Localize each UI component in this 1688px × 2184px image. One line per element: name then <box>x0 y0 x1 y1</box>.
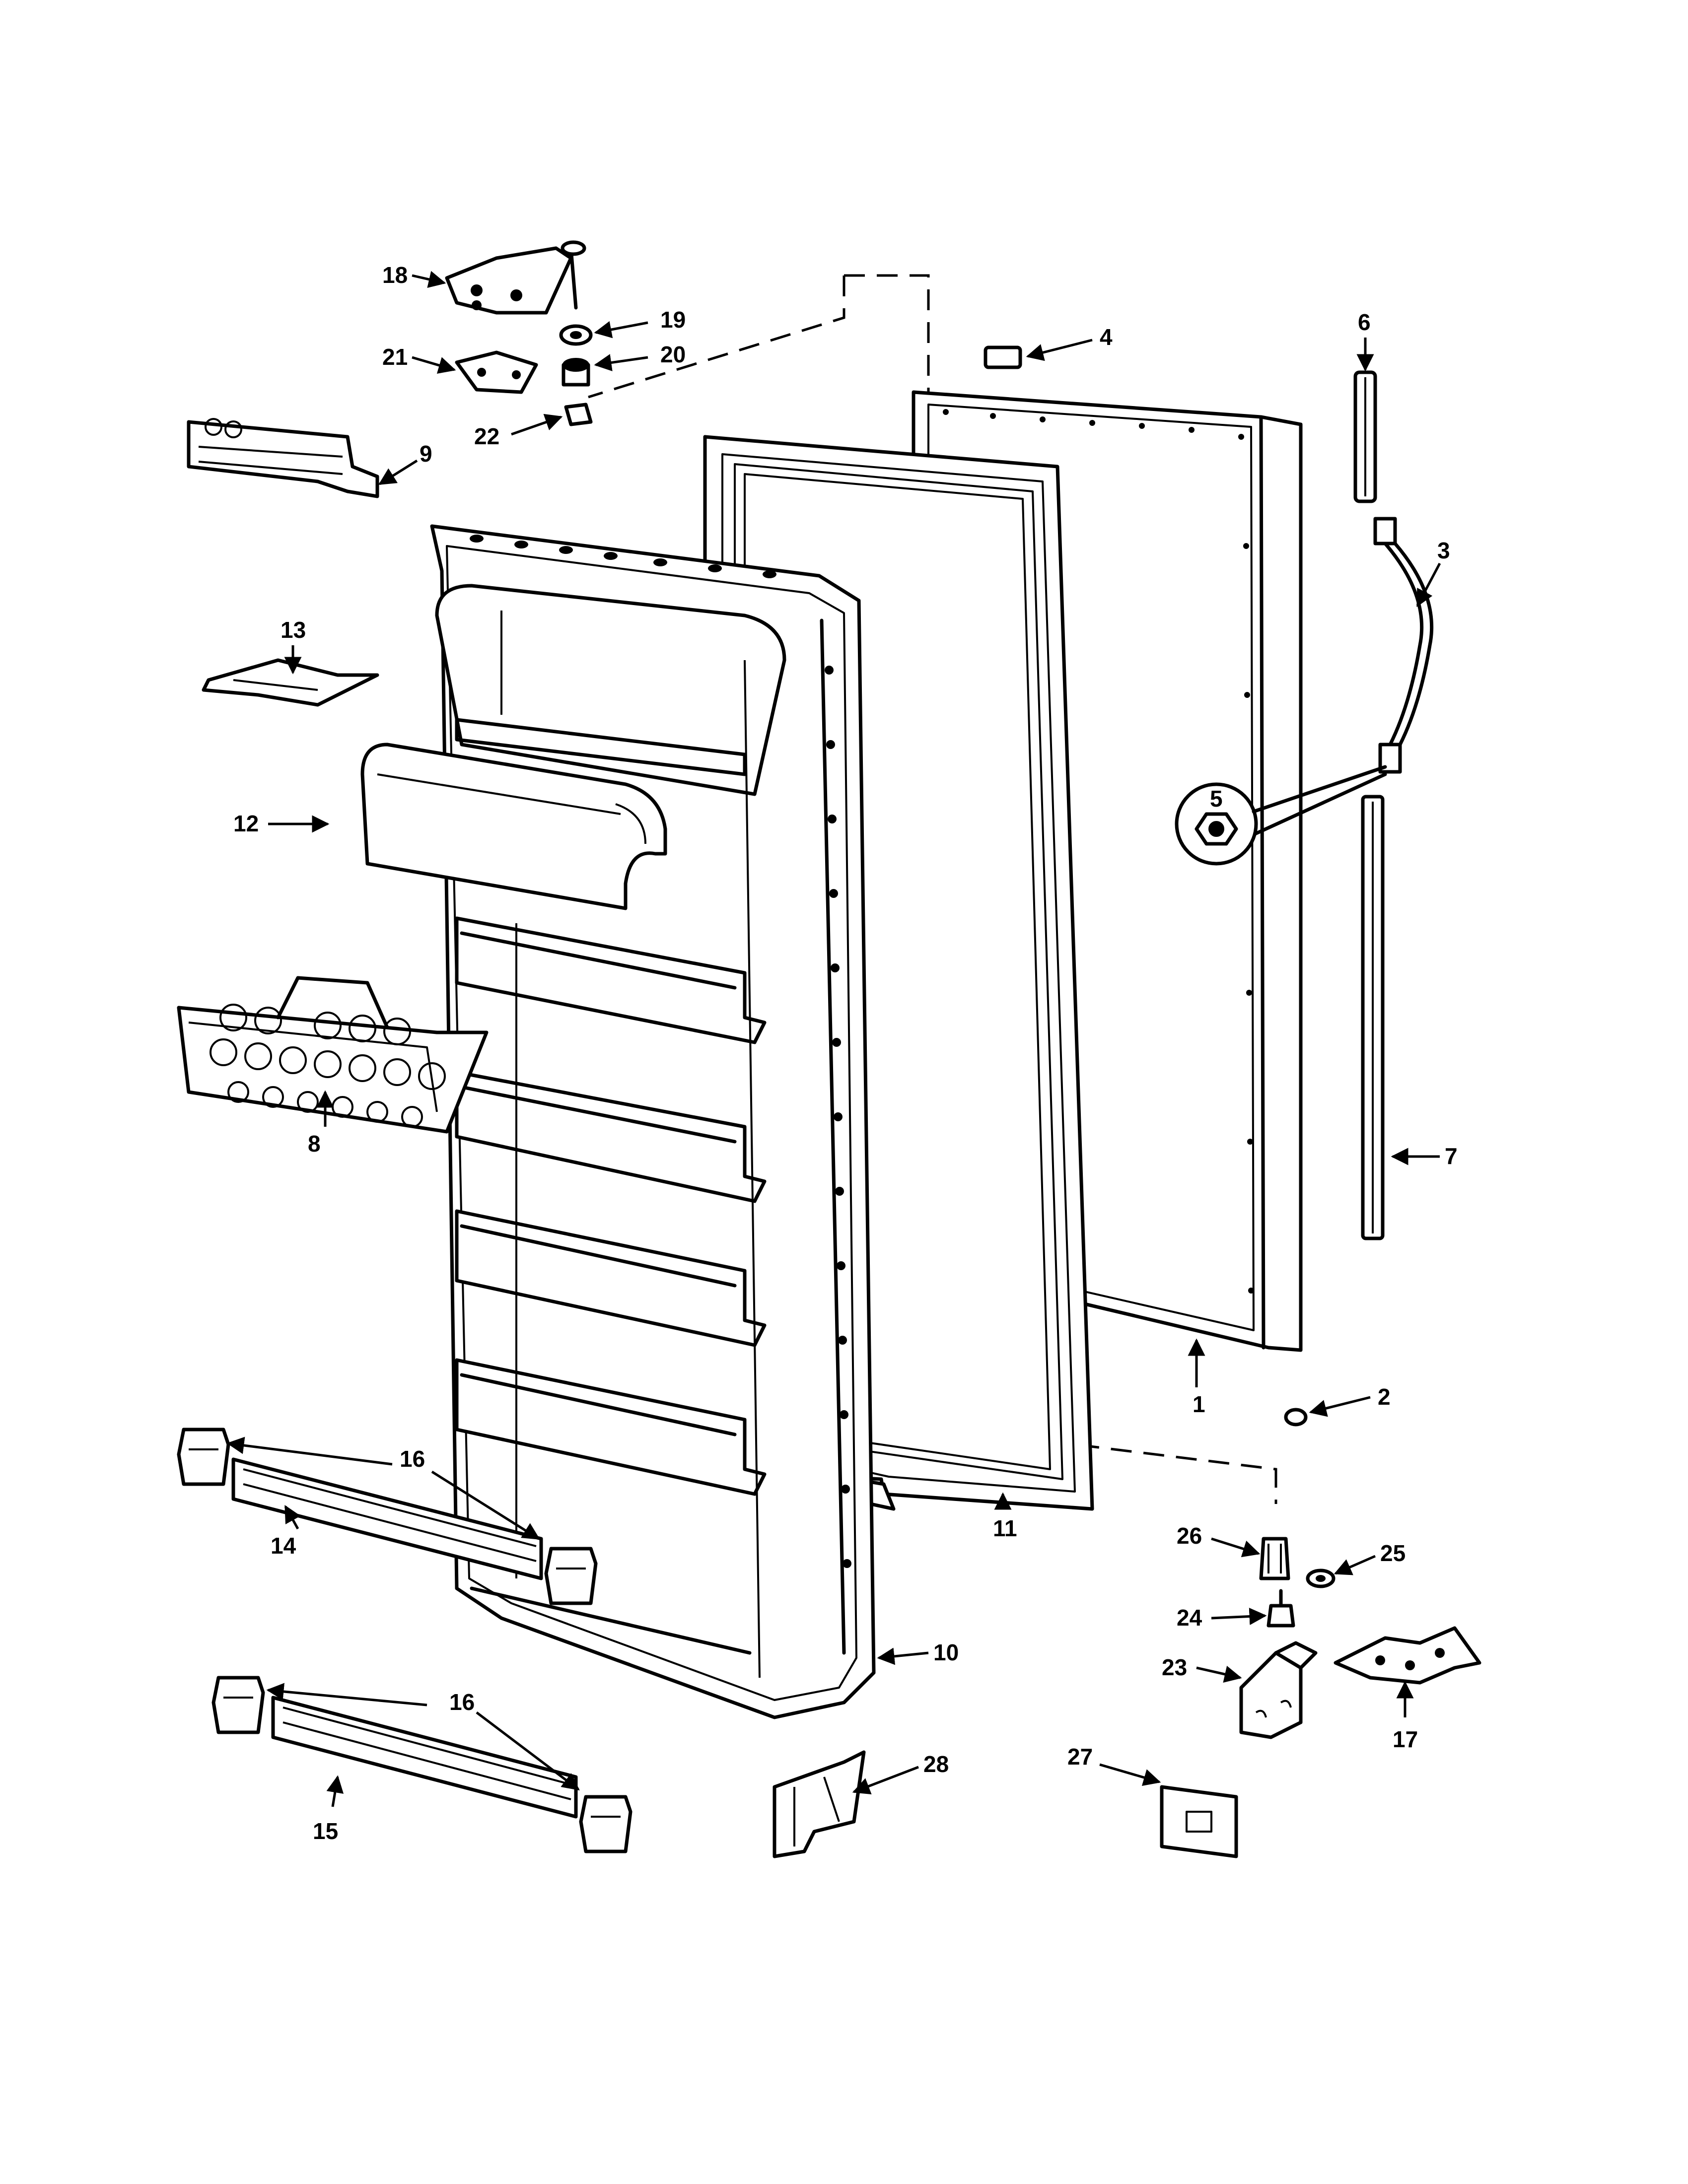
door-handle <box>1373 517 1434 774</box>
callout-14: 14 <box>271 1533 296 1559</box>
butter-shelf <box>202 658 379 707</box>
hinge-washer-19 <box>559 324 593 346</box>
hinge-spacer-22 <box>564 403 593 426</box>
hinge-pin-24 <box>1266 1589 1295 1628</box>
dairy-compartment-door <box>360 743 667 910</box>
callout-7: 7 <box>1445 1143 1458 1169</box>
callout-26: 26 <box>1177 1523 1202 1549</box>
callout-1: 1 <box>1193 1391 1205 1417</box>
callout-24: 24 <box>1177 1605 1202 1631</box>
plug-button <box>1284 1408 1308 1427</box>
liner-side-rib <box>820 618 851 1655</box>
hinge-pin-bushing-26 <box>1259 1537 1290 1580</box>
door-bracket <box>773 1750 866 1858</box>
callout-18: 18 <box>382 262 408 288</box>
lower-hinge-bracket <box>1239 1641 1318 1739</box>
callout-11: 11 <box>993 1515 1017 1541</box>
callout-3: 3 <box>1437 538 1450 563</box>
door-stop-bar <box>187 418 379 498</box>
shelf-bar-14 <box>231 1457 543 1580</box>
egg-tray <box>177 976 489 1134</box>
callout-10: 10 <box>933 1639 959 1665</box>
door-plug <box>984 345 1022 369</box>
hinge-washer-25 <box>1306 1569 1336 1588</box>
callout-5: 5 <box>1210 786 1223 812</box>
nut-detail-circle <box>1175 765 1387 866</box>
liner-top-rib <box>470 535 776 578</box>
callout-17: 17 <box>1393 1726 1418 1752</box>
callout-9: 9 <box>420 441 432 467</box>
callout-25: 25 <box>1380 1540 1406 1566</box>
callout-16a: 16 <box>400 1446 425 1472</box>
hinge-shim-21 <box>455 350 538 394</box>
callout-16b: 16 <box>449 1689 475 1715</box>
top-hinge <box>445 240 586 315</box>
callout-2: 2 <box>1378 1384 1391 1410</box>
handle-trim-bottom <box>1361 795 1385 1240</box>
callout-28: 28 <box>923 1751 949 1777</box>
callout-12: 12 <box>233 811 259 836</box>
egg-cups <box>210 1004 446 1128</box>
callout-27: 27 <box>1067 1744 1093 1770</box>
callout-23: 23 <box>1162 1654 1187 1680</box>
liner-shelf-wells <box>435 584 786 1678</box>
shelf-bar-end-caps <box>177 1428 633 1853</box>
callout-21: 21 <box>382 344 408 370</box>
callout-labels: 18 19 20 21 22 9 4 6 3 13 12 5 8 7 1 2 1… <box>233 262 1458 1844</box>
hinge-bushing-20 <box>562 358 590 387</box>
shelf-bar-15 <box>271 1696 578 1819</box>
callout-6: 6 <box>1358 309 1371 335</box>
callout-15: 15 <box>313 1818 338 1844</box>
callout-22: 22 <box>474 423 499 449</box>
callout-8: 8 <box>308 1131 321 1157</box>
callout-13: 13 <box>281 617 306 643</box>
handle-trim-top <box>1353 370 1377 503</box>
hinge-shim-27 <box>1160 1785 1238 1858</box>
callout-20: 20 <box>660 341 686 367</box>
callout-19: 19 <box>660 307 686 333</box>
hinge-plate <box>1334 1626 1481 1685</box>
callout-leaders <box>226 271 1441 1807</box>
callout-4: 4 <box>1100 324 1113 350</box>
